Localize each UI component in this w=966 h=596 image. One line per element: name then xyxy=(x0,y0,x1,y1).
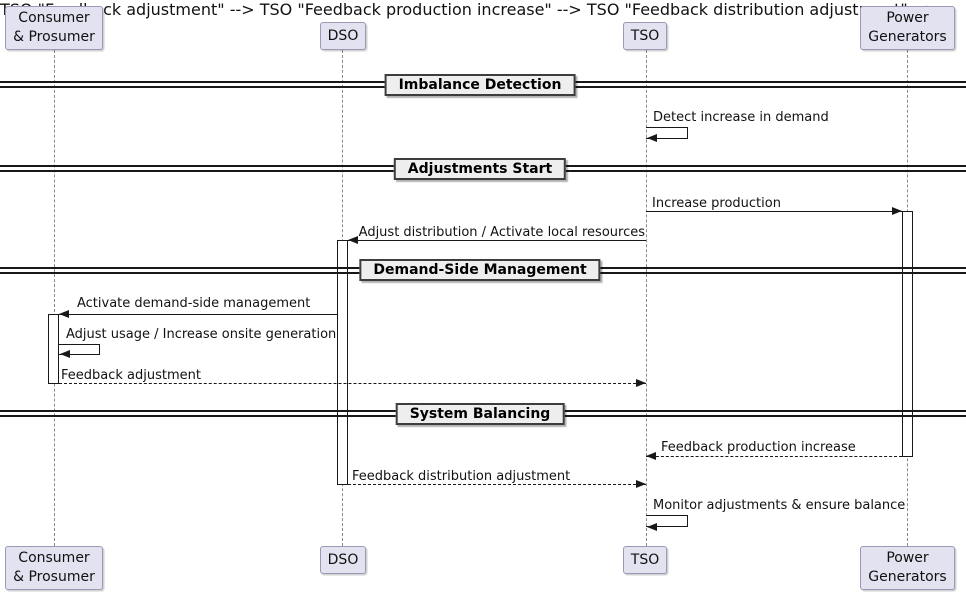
message-line-feedback-adjustment xyxy=(59,383,646,384)
message-self-loop-monitor xyxy=(646,515,688,527)
arrowhead-left-icon xyxy=(647,134,657,142)
message-label-activate-dsm: Activate demand-side management xyxy=(77,296,311,311)
lifeline-tso xyxy=(646,50,647,546)
arrowhead-left-icon xyxy=(59,309,69,318)
message-label-increase-production: Increase production xyxy=(652,196,781,211)
arrowhead-left-icon xyxy=(646,451,656,460)
arrowhead-left-icon xyxy=(348,235,358,244)
activation-bar-power-generators xyxy=(902,211,913,457)
message-label-monitor-adjustments: Monitor adjustments & ensure balance xyxy=(653,498,906,513)
divider-demand-side-management: Demand-Side Management xyxy=(359,259,601,281)
message-self-loop-adjust-usage xyxy=(59,344,100,355)
divider-imbalance-detection: Imbalance Detection xyxy=(384,74,576,96)
participant-top-tso: TSO xyxy=(623,22,667,50)
message-label-adjust-usage: Adjust usage / Increase onsite generatio… xyxy=(66,327,337,342)
divider-system-balancing: System Balancing xyxy=(395,403,565,425)
message-label-detect-increase-in-demand: Detect increase in demand xyxy=(653,110,829,125)
message-self-loop-detect xyxy=(646,127,688,139)
message-line-increase-production xyxy=(646,211,902,212)
message-line-feedback-production xyxy=(646,456,902,457)
message-line-activate-dsm xyxy=(59,314,337,315)
arrowhead-left-icon xyxy=(60,350,70,358)
activation-bar-consumer-prosumer xyxy=(48,314,59,384)
participant-top-dso: DSO xyxy=(320,22,366,50)
arrowhead-right-icon xyxy=(636,479,646,488)
arrowhead-right-icon xyxy=(892,206,902,215)
divider-adjustments-start: Adjustments Start xyxy=(393,158,567,180)
participant-bottom-power-generators: Power Generators xyxy=(860,546,955,590)
message-label-feedback-adjustment: Feedback adjustment xyxy=(61,368,201,383)
message-line-adjust-distribution xyxy=(348,240,646,241)
message-label-adjust-distribution: Adjust distribution / Activate local res… xyxy=(358,225,645,240)
message-label-feedback-distribution: Feedback distribution adjustment xyxy=(352,469,571,484)
message-line-feedback-distribution xyxy=(348,484,646,485)
participant-top-power-generators: Power Generators xyxy=(860,6,955,50)
arrowhead-left-icon xyxy=(647,522,657,531)
participant-bottom-tso: TSO xyxy=(623,546,667,574)
participant-top-consumer-prosumer: Consumer & Prosumer xyxy=(5,6,103,50)
message-label-feedback-production: Feedback production increase xyxy=(661,440,856,455)
participant-bottom-consumer-prosumer: Consumer & Prosumer xyxy=(5,546,103,590)
participant-bottom-dso: DSO xyxy=(320,546,366,574)
activation-bar-dso xyxy=(337,240,348,485)
lifeline-consumer-prosumer xyxy=(54,50,55,546)
arrowhead-right-icon xyxy=(636,378,646,387)
